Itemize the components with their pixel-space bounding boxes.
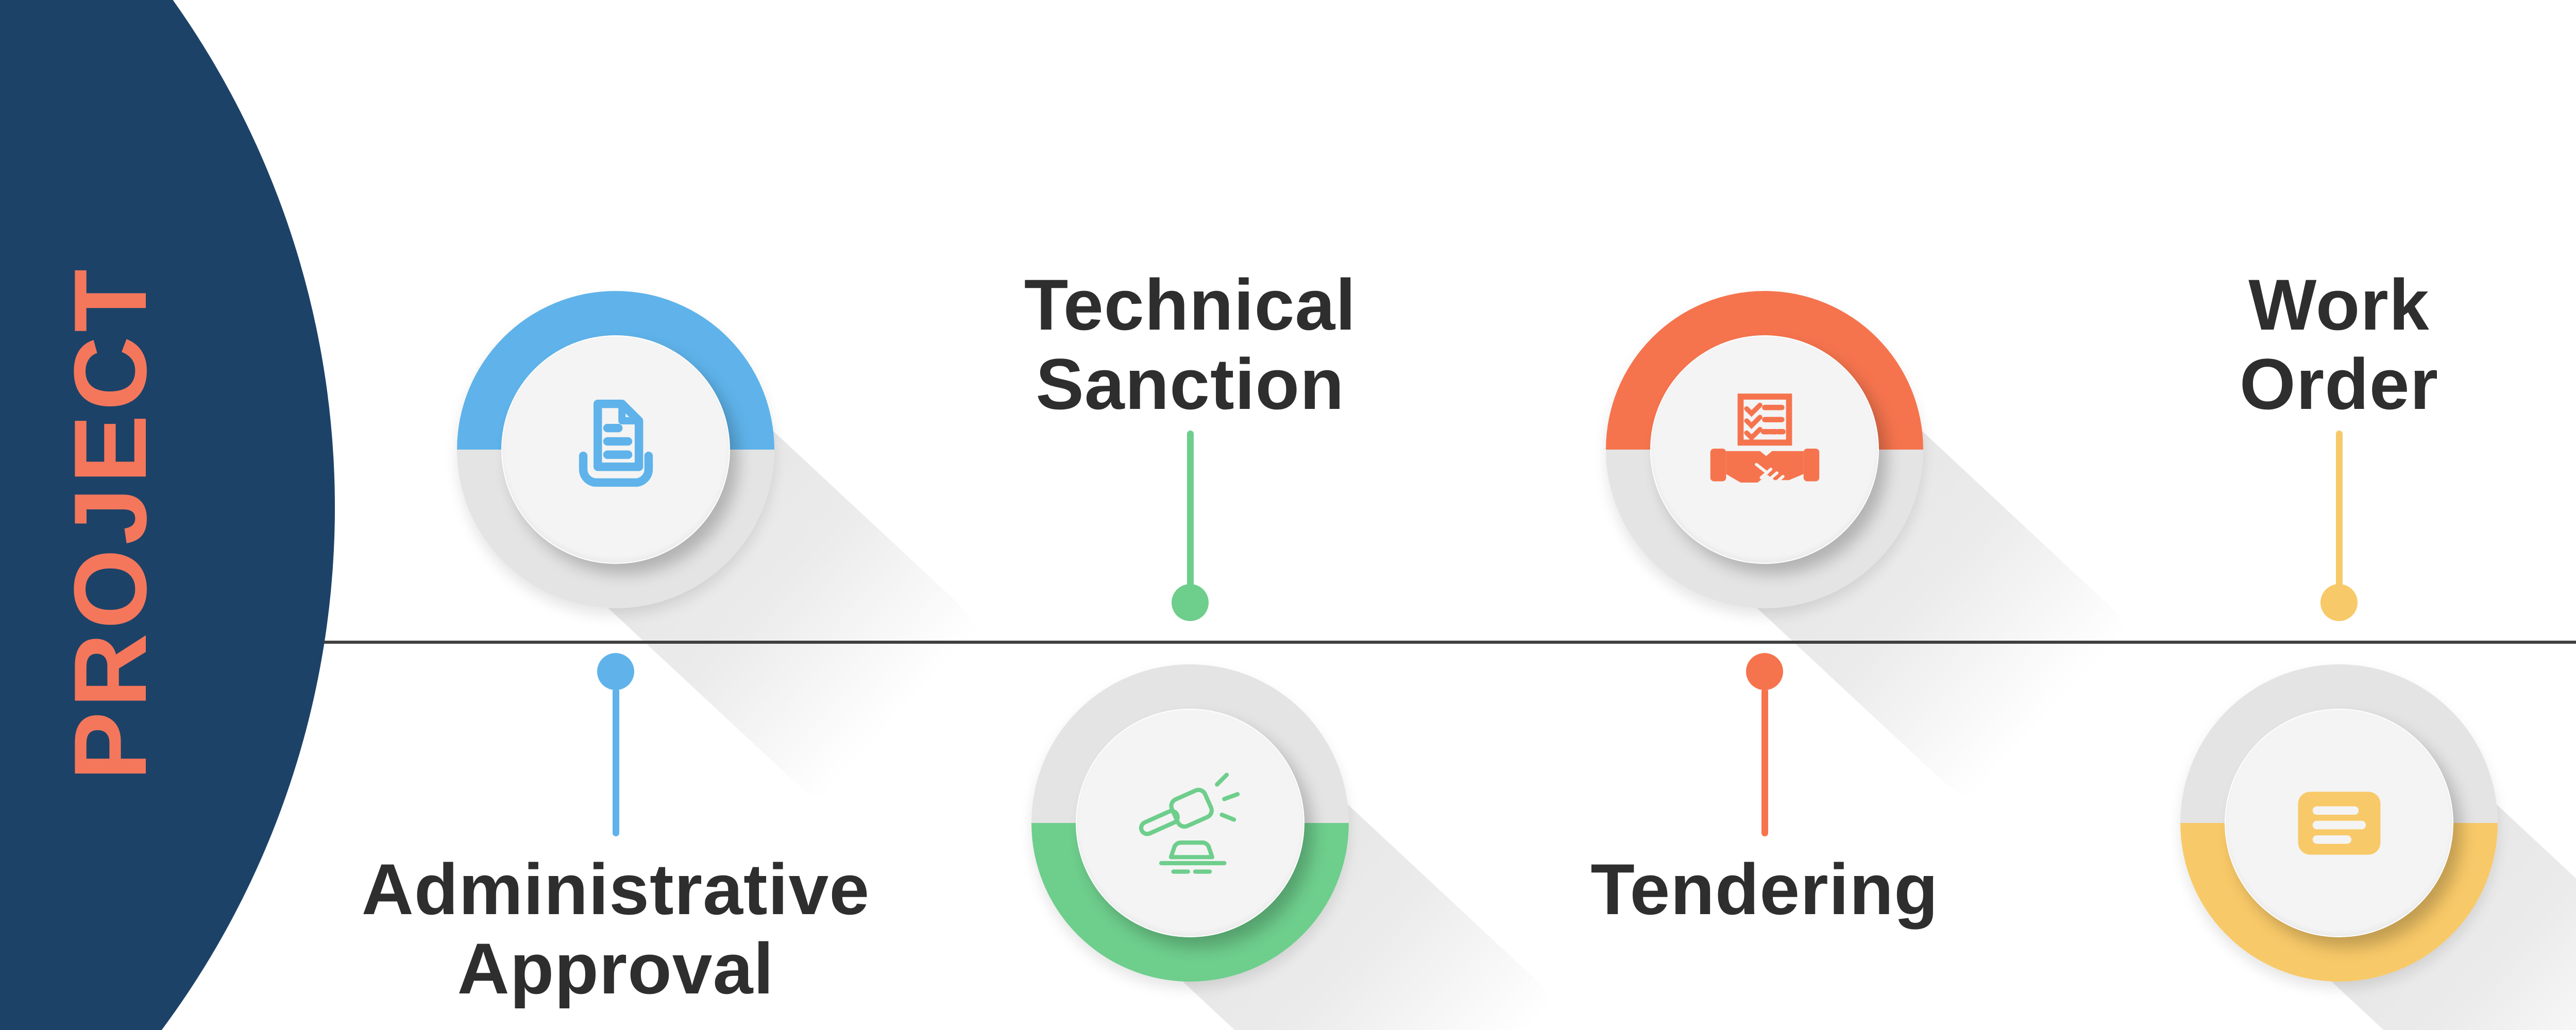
stage-ring (1606, 291, 1923, 608)
connector-stem (612, 688, 619, 836)
connector-dot (1746, 653, 1783, 690)
stage-inner-circle (501, 335, 730, 564)
stage-ring (457, 291, 774, 608)
stage-label: Tendering (1455, 850, 2074, 929)
document-submit-icon (579, 399, 653, 487)
connector-dot (1172, 584, 1209, 621)
connector-stem (2335, 431, 2343, 590)
gavel-icon (1139, 772, 1240, 874)
connector-stem (1187, 431, 1194, 590)
stage-label-line: Work (2248, 264, 2430, 345)
project-side-title: PROJECT (53, 265, 168, 781)
stage-ring (2180, 664, 2498, 982)
timeline-baseline (324, 641, 2576, 644)
stage-inner-circle (2225, 709, 2453, 937)
stage-inner-circle (1650, 335, 1879, 564)
stage-label: Administrative Approval (307, 850, 925, 1008)
connector-dot (2320, 584, 2358, 621)
stage-label-line: Tendering (1590, 849, 1939, 930)
stage-label-line: Approval (457, 928, 774, 1009)
stage-ring (1031, 664, 1349, 982)
stage-label-line: Administrative (361, 849, 870, 930)
stage-label: Work Order (2030, 265, 2576, 424)
stage-label-line: Technical (1024, 264, 1357, 345)
stage-label-line: Sanction (1036, 344, 1345, 424)
stage-inner-circle (1076, 709, 1304, 937)
connector-stem (1761, 688, 1768, 836)
connector-dot (597, 653, 634, 690)
stage-label: Technical Sanction (881, 265, 1499, 424)
handshake-agreement-icon (1710, 393, 1819, 487)
stage-label-line: Order (2239, 344, 2439, 424)
work-note-icon (2298, 791, 2380, 855)
